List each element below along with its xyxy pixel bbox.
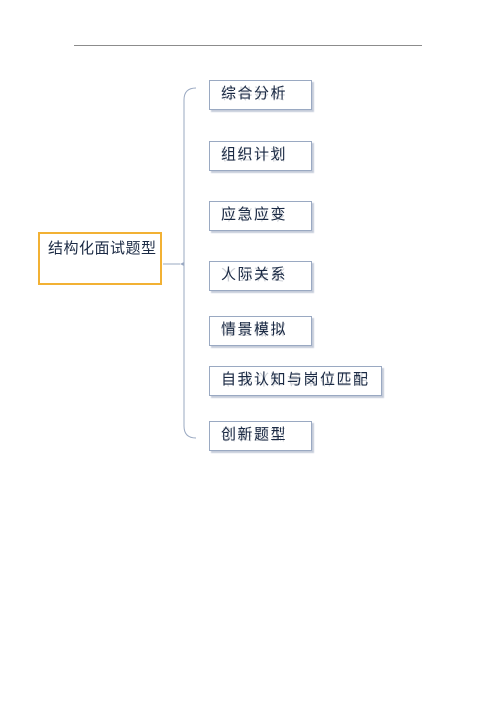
bracket-spine xyxy=(183,87,197,439)
root-node: 结构化面试题型 xyxy=(38,232,162,285)
branch-label: 应急应变 xyxy=(221,205,288,223)
branch-node-3: 应急应变 应急应变 xyxy=(209,201,312,231)
branch-node-5: 情景模拟 情景模拟 xyxy=(209,316,312,346)
branch-node-4: 人际关系 人际关系 xyxy=(209,261,312,291)
bracket-notch xyxy=(180,262,184,266)
branch-label: 创新题型 xyxy=(221,425,288,443)
branch-node-2: 组织计划 组织计划 xyxy=(209,141,312,171)
top-rule xyxy=(74,45,422,46)
branch-label: 自我认知与岗位匹配 xyxy=(221,370,370,388)
branch-label: 情景模拟 xyxy=(221,320,288,338)
root-label: 结构化面试题型 xyxy=(48,239,157,257)
branch-label: 综合分析 xyxy=(221,84,288,102)
branch-node-7: 创新题型 创新题型 xyxy=(209,421,312,451)
branch-node-6: 自我认知与岗位匹配 自我认知与岗位匹配 xyxy=(209,366,382,396)
branch-label: 组织计划 xyxy=(221,145,288,163)
branch-node-1: 综合分析 综合分析 xyxy=(209,80,312,110)
branch-label: 人际关系 xyxy=(221,265,288,283)
